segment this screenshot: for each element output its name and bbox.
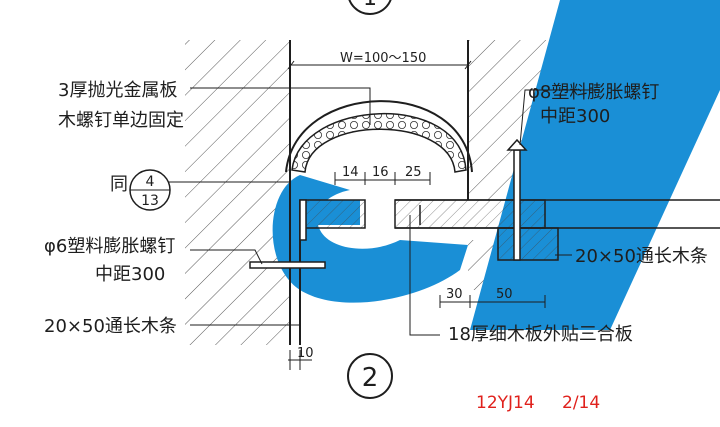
dimension-50: 50 [496,287,513,302]
right-labels: φ8塑料膨胀螺钉 中距300 20×50通长木条 18厚细木板外贴三合板 [448,82,708,345]
wall-hatch-left [185,40,290,345]
leader-lines [150,87,600,336]
dimension-10: 10 [297,346,314,361]
batten-right [497,227,559,261]
left-labels: 3厚抛光金属板 木螺钉单边固定 同 φ6塑料膨胀螺钉 中距300 20×50通长… [44,80,184,337]
left-screw-label-2: 中距300 [95,264,165,285]
dimension-lines [287,60,546,370]
detail-marker-bottom: 2 [347,353,393,399]
detail-marker-bottom-label: 2 [362,363,379,393]
left-batten-label: 20×50通长木条 [44,316,177,337]
drawing-reference: 12YJ14 2/14 [476,393,600,413]
plywood-label: 18厚细木板外贴三合板 [448,324,633,345]
dimension-width: W=100～150 [340,51,426,66]
reference-circle-bottom: 13 [141,193,159,209]
left-screw-label-1: φ6塑料膨胀螺钉 [44,236,175,257]
dimension-16: 16 [372,165,389,180]
right-screw-label-2: 中距300 [540,106,610,127]
dimension-25: 25 [405,165,422,180]
reference-code: 12YJ14 [476,393,535,413]
right-batten-label: 20×50通长木条 [575,246,708,267]
dimension-14: 14 [342,165,359,180]
reference-circle: 4 13 [129,169,171,211]
right-screw-label-1: φ8塑料膨胀螺钉 [528,82,659,103]
same-as-label: 同 [110,174,128,195]
detail-marker-top-label: 1 [363,0,377,11]
reference-page: 2/14 [562,393,600,413]
screws [249,138,528,269]
metal-cover [285,100,473,173]
detail-marker-top: 1 [348,0,392,15]
dimension-labels: W=100～150 14 16 25 30 50 10 [297,51,513,361]
reference-circle-top: 4 [146,174,155,190]
wood-boards [299,199,720,229]
dimension-30: 30 [446,287,463,302]
metal-plate-label-2: 木螺钉单边固定 [58,110,184,131]
metal-plate-label-1: 3厚抛光金属板 [58,80,177,101]
